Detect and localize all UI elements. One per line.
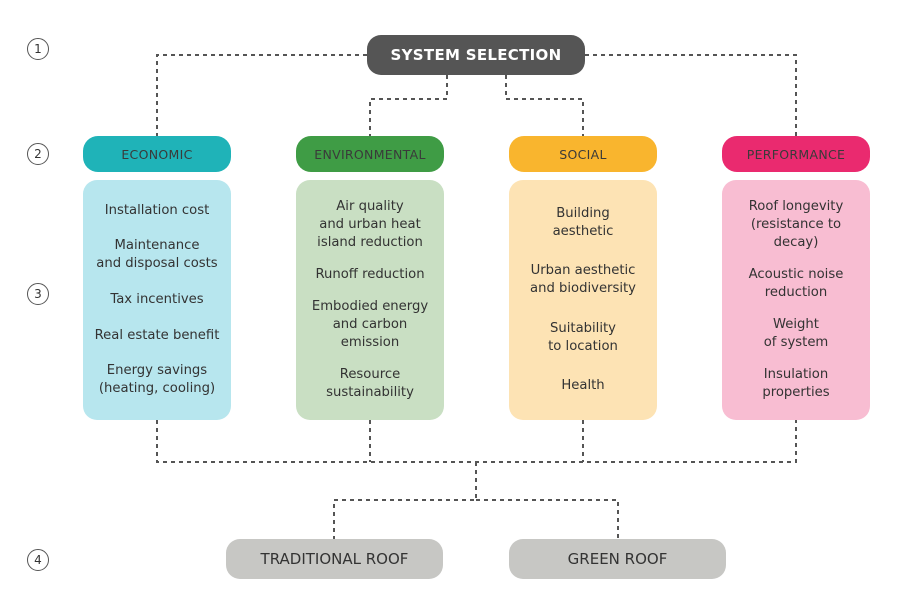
connector-to-green-roof xyxy=(476,499,619,539)
environmental-criteria-box: Air quality and urban heat island reduct… xyxy=(296,180,444,420)
traditional-roof-node: TRADITIONAL ROOF xyxy=(226,539,443,579)
criterion-weight: Weight of system xyxy=(763,317,829,350)
criterion-building-aesthetic: Building aesthetic xyxy=(552,206,614,240)
performance-header: PERFORMANCE xyxy=(722,136,870,172)
criterion-acoustic-noise: Acoustic noise reduction xyxy=(748,267,844,300)
criterion-insulation: Insulation properties xyxy=(762,367,830,400)
social-criteria-box: Building aesthetic Urban aesthetic and b… xyxy=(509,180,657,420)
connector-top-right xyxy=(585,54,797,136)
criterion-resource-sustainability: Resource sustainability xyxy=(326,367,414,400)
environmental-header: ENVIRONMENTAL xyxy=(296,136,444,172)
criterion-air-quality: Air quality and urban heat island reduct… xyxy=(317,199,423,250)
step-number-2: 2 xyxy=(27,143,49,165)
system-selection-node: SYSTEM SELECTION xyxy=(367,35,585,75)
step-number-3: 3 xyxy=(27,283,49,305)
criterion-suitability: Suitability to location xyxy=(548,320,618,354)
social-header: SOCIAL xyxy=(509,136,657,172)
criterion-roof-longevity: Roof longevity (resistance to decay) xyxy=(748,199,844,250)
connector-bottom-bus xyxy=(156,420,797,463)
connector-top-environmental xyxy=(369,75,448,136)
step-number-1: 1 xyxy=(27,38,49,60)
criterion-tax-incentives: Tax incentives xyxy=(110,291,204,307)
criterion-installation-cost: Installation cost xyxy=(104,202,210,218)
criterion-health: Health xyxy=(561,377,605,393)
criterion-urban-aesthetic: Urban aesthetic and biodiversity xyxy=(530,263,636,297)
criterion-runoff: Runoff reduction xyxy=(315,267,425,282)
connector-to-outcomes xyxy=(333,462,477,539)
performance-criteria-box: Roof longevity (resistance to decay) Aco… xyxy=(722,180,870,420)
green-roof-node: GREEN ROOF xyxy=(509,539,726,579)
criterion-energy-savings: Energy savings (heating, cooling) xyxy=(98,363,216,397)
criterion-maintenance-disposal: Maintenance and disposal costs xyxy=(96,238,218,272)
criterion-embodied-energy: Embodied energy and carbon emission xyxy=(311,299,429,350)
connector-top-left xyxy=(156,54,367,136)
step-number-4: 4 xyxy=(27,549,49,571)
economic-header: ECONOMIC xyxy=(83,136,231,172)
economic-criteria-box: Installation cost Maintenance and dispos… xyxy=(83,180,231,420)
connector-top-social xyxy=(505,75,584,136)
criterion-real-estate: Real estate benefit xyxy=(94,327,220,343)
